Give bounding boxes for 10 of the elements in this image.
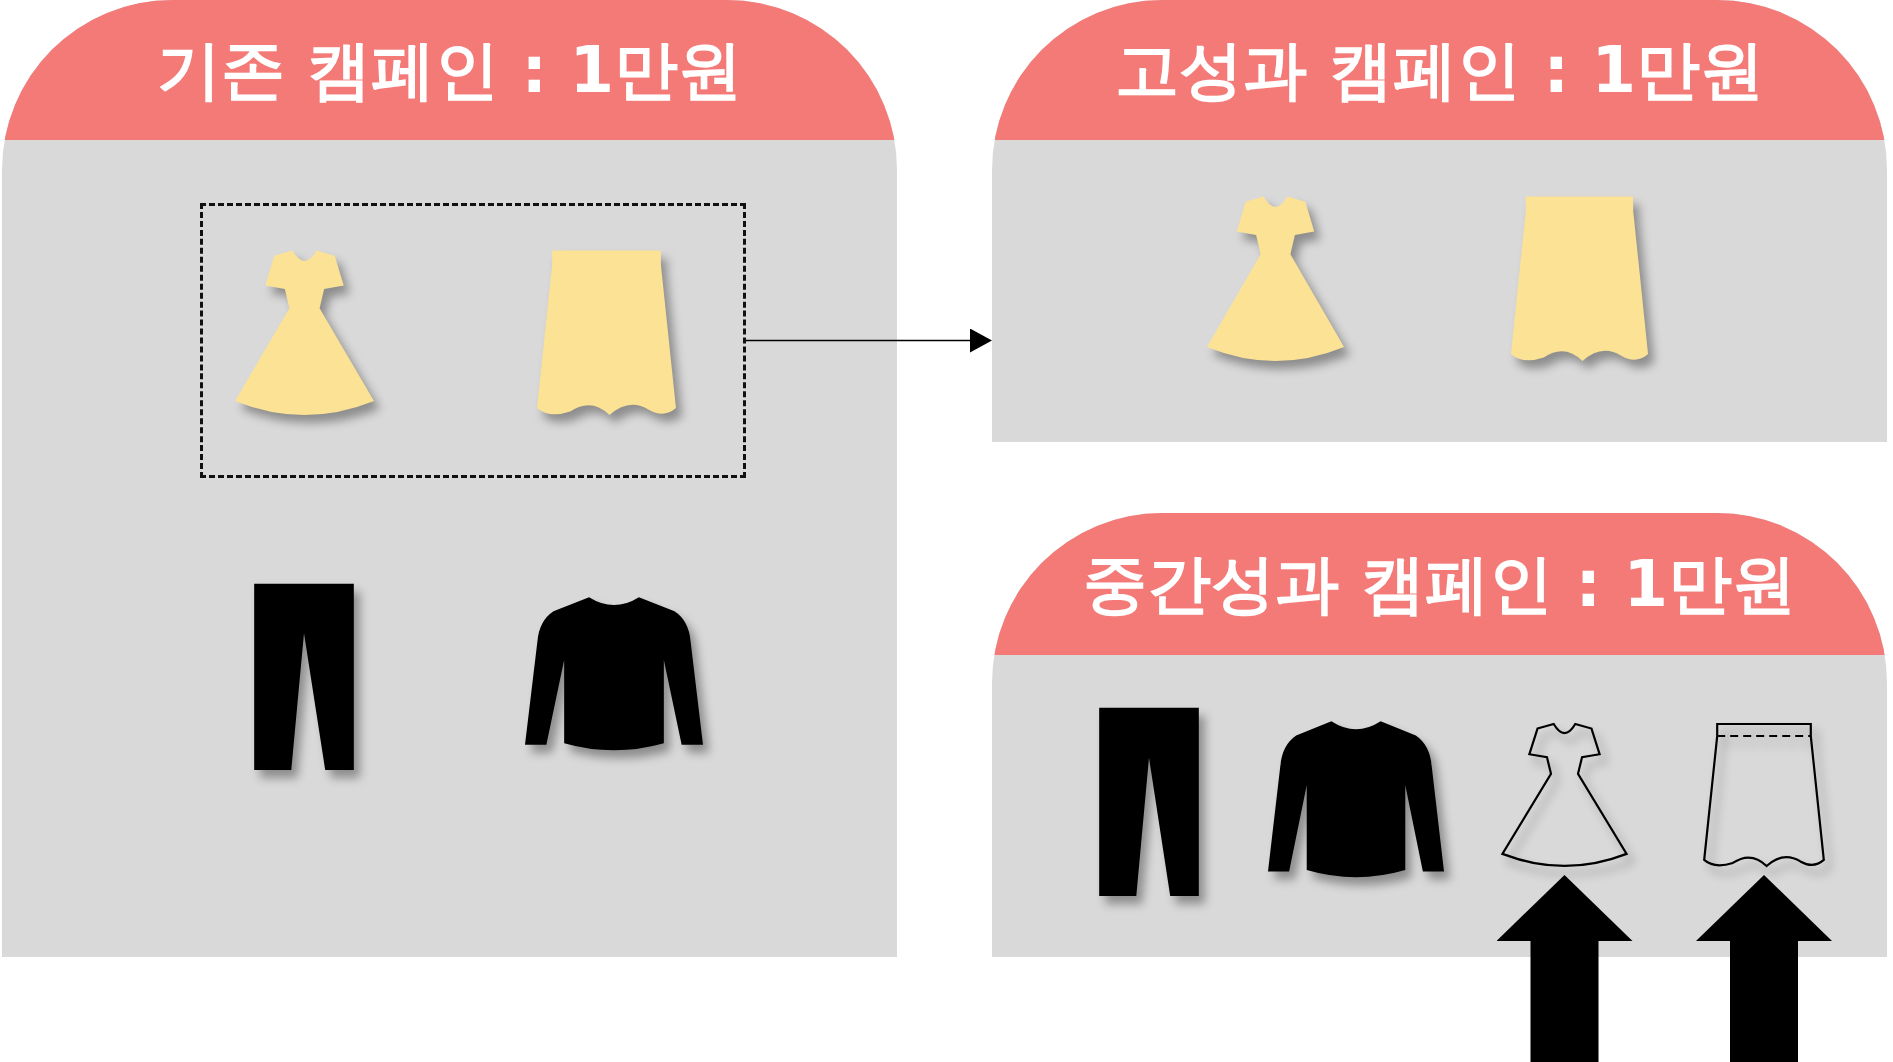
arrow (745, 328, 992, 353)
dashed-selection-box (200, 203, 746, 478)
campaign-panel (2, 0, 897, 957)
block-arrow (1496, 875, 1633, 1062)
panel-title: 고성과 캠페인 : 1만원 (992, 0, 1887, 140)
campaign-panel (992, 0, 1887, 442)
panel-title: 중간성과 캠페인 : 1만원 (992, 513, 1887, 655)
panel-title: 기존 캠페인 : 1만원 (2, 0, 897, 140)
campaign-panel (992, 513, 1887, 957)
block-arrow (1696, 875, 1832, 1062)
